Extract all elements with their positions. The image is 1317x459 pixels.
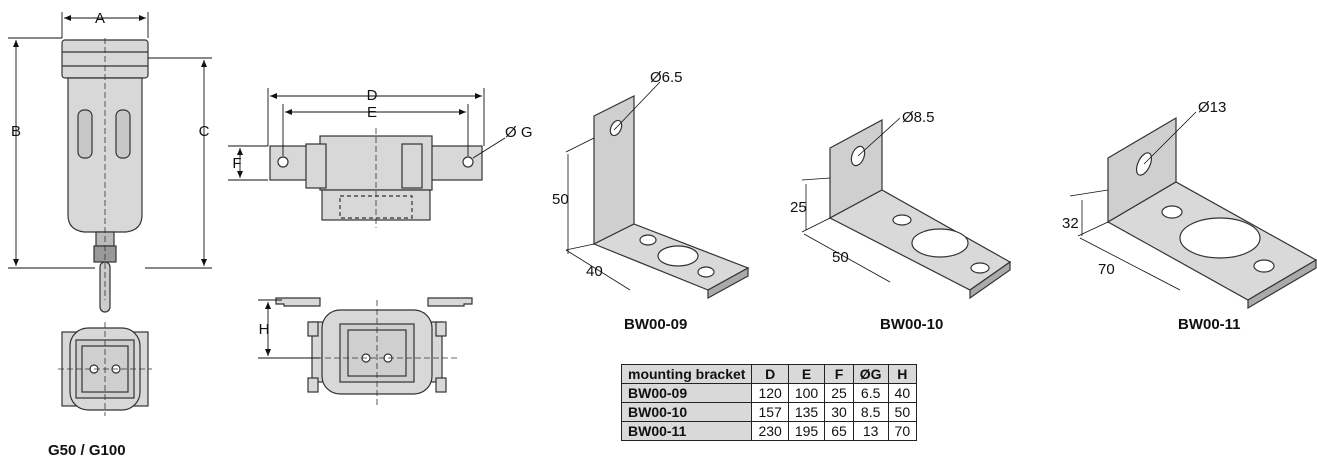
bracket-bw00-10-drawing [828, 118, 1012, 300]
bw00-09-hole-label: Ø6.5 [650, 69, 683, 86]
dim-H-lines [258, 299, 320, 359]
bracket-bw00-09-drawing [592, 95, 750, 300]
table-cell: 8.5 [852, 402, 889, 422]
table-cell: BW00-10 [620, 402, 753, 422]
bw00-11-height-label: 32 [1062, 215, 1079, 232]
table-cell: 40 [887, 383, 918, 403]
bw00-09-depth-label: 40 [586, 263, 603, 280]
table-cell: 50 [887, 402, 918, 422]
table-cell: 157 [751, 402, 789, 422]
table-header-cell: mounting bracket [620, 364, 753, 384]
table-row: BW00-10 157 135 30 8.5 50 [620, 402, 918, 422]
table-header-row: mounting bracket D E F ØG H [620, 364, 918, 384]
table-header-cell: F [824, 364, 854, 384]
dim-label-E: E [367, 104, 377, 121]
table-cell: 230 [751, 421, 789, 441]
bracket-caption-bw00-09: BW00-09 [624, 316, 688, 333]
dim-label-H: H [259, 321, 270, 338]
bracket-top-view [269, 128, 483, 228]
dim-label-F: F [232, 155, 241, 172]
bracket-caption-bw00-11: BW00-11 [1178, 316, 1241, 333]
filter-side-view [61, 38, 149, 313]
bracket-bw00-11-drawing [1106, 116, 1317, 310]
table-cell: 120 [751, 383, 789, 403]
table-header-cell: H [887, 364, 918, 384]
mounting-bracket-table: mounting bracket D E F ØG H BW00-09 120 … [620, 364, 918, 441]
filter-caption: G50 / G100 [48, 442, 126, 459]
bracket-caption-bw00-10: BW00-10 [880, 316, 944, 333]
bw00-11-depth-label: 70 [1098, 261, 1115, 278]
table-cell: 6.5 [852, 383, 889, 403]
table-cell: 65 [824, 421, 854, 441]
table-cell: BW00-09 [620, 383, 753, 403]
bw00-10-leaders [801, 117, 901, 283]
bw00-11-leaders [1069, 111, 1197, 291]
table-cell: BW00-11 [620, 421, 753, 441]
table-row: BW00-11 230 195 65 13 70 [620, 421, 918, 441]
dim-label-D: D [367, 87, 378, 104]
table-row: BW00-09 120 100 25 6.5 40 [620, 383, 918, 403]
table-header-cell: D [751, 364, 789, 384]
table-cell: 25 [824, 383, 854, 403]
table-cell: 100 [787, 383, 826, 403]
bw00-11-hole-label: Ø13 [1198, 99, 1226, 116]
table-cell: 135 [787, 402, 826, 422]
table-header-cell: ØG [852, 364, 889, 384]
bw00-10-hole-label: Ø8.5 [902, 109, 935, 126]
dim-label-G: Ø G [505, 124, 533, 141]
dim-label-B: B [11, 123, 21, 140]
table-cell: 195 [787, 421, 826, 441]
table-cell: 70 [887, 421, 918, 441]
bracket-dimensions [228, 88, 506, 181]
bw00-09-leaders [565, 81, 661, 291]
dim-label-A: A [95, 10, 105, 27]
bw00-09-height-label: 50 [552, 191, 569, 208]
dim-label-C: C [199, 123, 210, 140]
filter-bottom-view [58, 322, 152, 416]
bw00-10-depth-label: 50 [832, 249, 849, 266]
table-cell: 30 [824, 402, 854, 422]
table-cell: 13 [852, 421, 889, 441]
bw00-10-height-label: 25 [790, 199, 807, 216]
filter-dimensions [8, 12, 212, 269]
table-header-cell: E [787, 364, 826, 384]
bracket-front-view [275, 297, 473, 408]
